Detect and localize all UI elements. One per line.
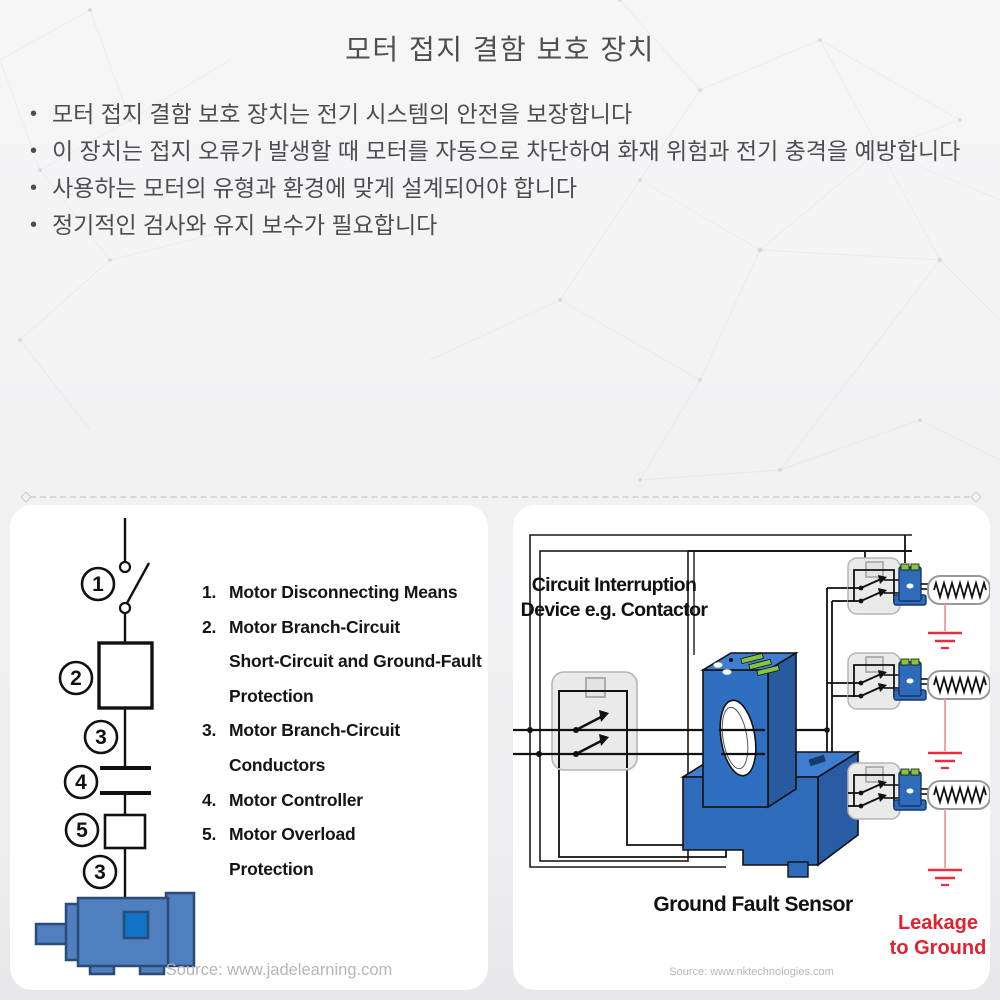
motor-branch-1 (847, 557, 991, 615)
leakage-label-line1: Leakage (898, 912, 978, 934)
contactor-coil-tab (585, 677, 606, 698)
source-attribution: Source: www.jadelearning.com (165, 961, 393, 979)
leakage-label-line2: to Ground (890, 937, 987, 959)
enclosure-outline (529, 534, 912, 868)
ground-symbol-2 (926, 751, 964, 770)
contact-blade (575, 714, 604, 732)
callout-4: 4 (63, 764, 99, 800)
control-wire (626, 768, 686, 846)
contactor-label-line2: Device e.g. Contactor (521, 599, 709, 621)
legend-item: 1.Motor Disconnecting Means (202, 582, 458, 602)
ground-fault-sensor-icon (680, 651, 861, 878)
indicator-leds (713, 652, 780, 677)
source-attribution: Source: www.nktechnologies.com (669, 966, 834, 978)
bullet-item: • 모터 접지 결함 보호 장치는 전기 시스템의 안전을 보장합니다 (30, 100, 975, 128)
disconnect-switch-blade (125, 562, 151, 604)
switch-terminal (118, 560, 132, 574)
contact-arrow (599, 710, 609, 722)
switch-terminal (118, 601, 132, 615)
callout-3: 3 (83, 719, 119, 755)
legend-item: 4.Motor Controller (202, 789, 363, 810)
callout-5: 5 (64, 812, 100, 848)
sensor-label: Ground Fault Sensor (653, 893, 853, 916)
motor-branch-3 (847, 762, 991, 820)
legend-item: Conductors (229, 754, 326, 775)
din-clip (787, 861, 809, 878)
callout-2: 2 (58, 660, 94, 696)
bullet-text: 사용하는 모터의 유형과 환경에 맞게 설계되어야 합니다 (52, 175, 578, 202)
callout-1: 1 (80, 566, 116, 602)
short-circuit-protection-box (97, 641, 154, 710)
motor-shaft (34, 922, 71, 946)
bullet-marker: • (30, 140, 38, 163)
junction-dot (536, 751, 542, 757)
bullet-marker: • (30, 177, 38, 200)
overload-protection-box (103, 813, 147, 850)
legend-item: Protection (229, 685, 314, 706)
motor-branch-2 (847, 652, 991, 710)
contactor-label-box (539, 550, 689, 862)
bullet-marker: • (30, 214, 38, 237)
motor-terminal-box (122, 910, 150, 940)
motor-icon (34, 891, 196, 976)
legend-item: 5.Motor Overload (202, 824, 356, 845)
legend-item: Short-Circuit and Ground-Fault (229, 651, 482, 672)
bullet-text: 정기적인 검사와 유지 보수가 필요합니다 (52, 212, 438, 239)
bullet-marker: • (30, 103, 38, 125)
legend-item: Protection (229, 858, 314, 879)
plexus-background-pattern (0, 0, 1000, 482)
contact-arrow (599, 734, 609, 746)
svg-text:2: 2 (70, 667, 82, 690)
motor-one-line-diagram: 1 2 3 4 5 3 (34, 518, 196, 976)
bullet-list: • 모터 접지 결함 보호 장치는 전기 시스템의 안전을 보장합니다 • 이 … (30, 100, 975, 248)
svg-text:3: 3 (95, 726, 107, 749)
bullet-item: • 정기적인 검사와 유지 보수가 필요합니다 (30, 211, 975, 239)
bullet-item: • 사용하는 모터의 유형과 환경에 맞게 설계되어야 합니다 (30, 174, 975, 202)
svg-text:5: 5 (76, 819, 88, 842)
divider-end-diamond (20, 491, 32, 503)
dashed-divider (30, 496, 970, 498)
bullet-item: • 이 장치는 접지 오류가 발생할 때 모터를 자동으로 차단하여 화재 위험… (30, 137, 975, 165)
svg-text:3: 3 (94, 861, 106, 884)
legend-item: 2.Motor Branch-Circuit (202, 616, 401, 637)
bullet-text: 이 장치는 접지 오류가 발생할 때 모터를 자동으로 차단하여 화재 위험과 … (52, 138, 961, 165)
svg-text:1: 1 (92, 573, 104, 596)
diagram-legend: 1.Motor Disconnecting Means 2.Motor Bran… (202, 582, 482, 893)
junction-dot (824, 727, 830, 733)
motor-circuit-diagram-card: 1 2 3 4 5 3 1.Motor Di (10, 505, 488, 990)
junction-dot (527, 727, 533, 733)
legend-item: 3.Motor Branch-Circuit (202, 720, 401, 741)
ground-symbol-1 (926, 631, 964, 650)
page-title: 모터 접지 결함 보호 장치 (345, 34, 655, 65)
bullet-text: 모터 접지 결함 보호 장치는 전기 시스템의 안전을 보장합니다 (52, 101, 633, 127)
motor-end-cap (164, 891, 196, 968)
ground-symbol-3 (926, 868, 964, 887)
contact-blade (575, 738, 604, 756)
ground-fault-sensor-diagram-card: Circuit Interruption Device e.g. Contact… (513, 505, 991, 990)
callout-markers: 1 2 3 4 5 3 (58, 566, 119, 890)
contactor-label-line1: Circuit Interruption (532, 574, 697, 596)
callout-3b: 3 (82, 854, 118, 890)
svg-text:4: 4 (75, 771, 87, 794)
ground-fault-system-diagram: Circuit Interruption Device e.g. Contact… (513, 534, 991, 959)
divider-end-diamond (970, 491, 982, 503)
